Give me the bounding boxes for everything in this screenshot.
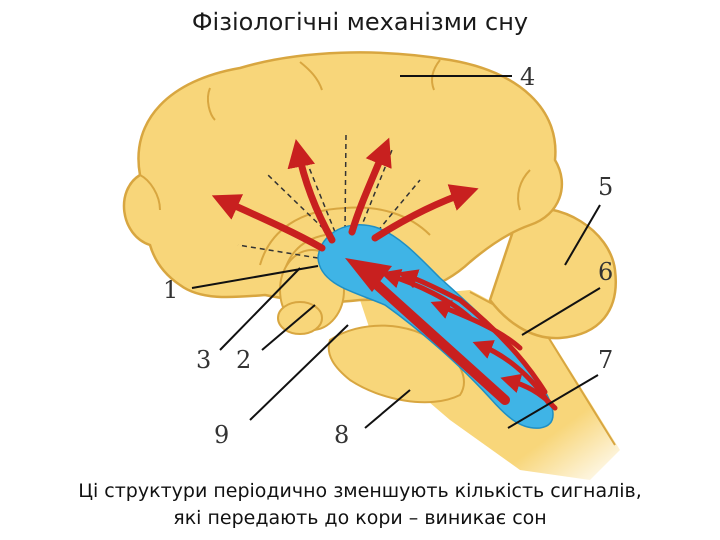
label-6: 6 xyxy=(598,258,613,286)
slide-caption: Ці структури періодично зменшують кількі… xyxy=(0,478,720,532)
label-4: 4 xyxy=(520,63,535,91)
label-2: 2 xyxy=(236,346,251,374)
label-7: 7 xyxy=(598,346,613,374)
label-1: 1 xyxy=(163,276,178,304)
label-8: 8 xyxy=(334,421,349,449)
label-9: 9 xyxy=(214,421,229,449)
caption-line-2: які передають до кори – виникає сон xyxy=(0,505,720,532)
caption-line-1: Ці структури періодично зменшують кількі… xyxy=(0,478,720,505)
label-5: 5 xyxy=(598,173,613,201)
label-3: 3 xyxy=(196,346,211,374)
